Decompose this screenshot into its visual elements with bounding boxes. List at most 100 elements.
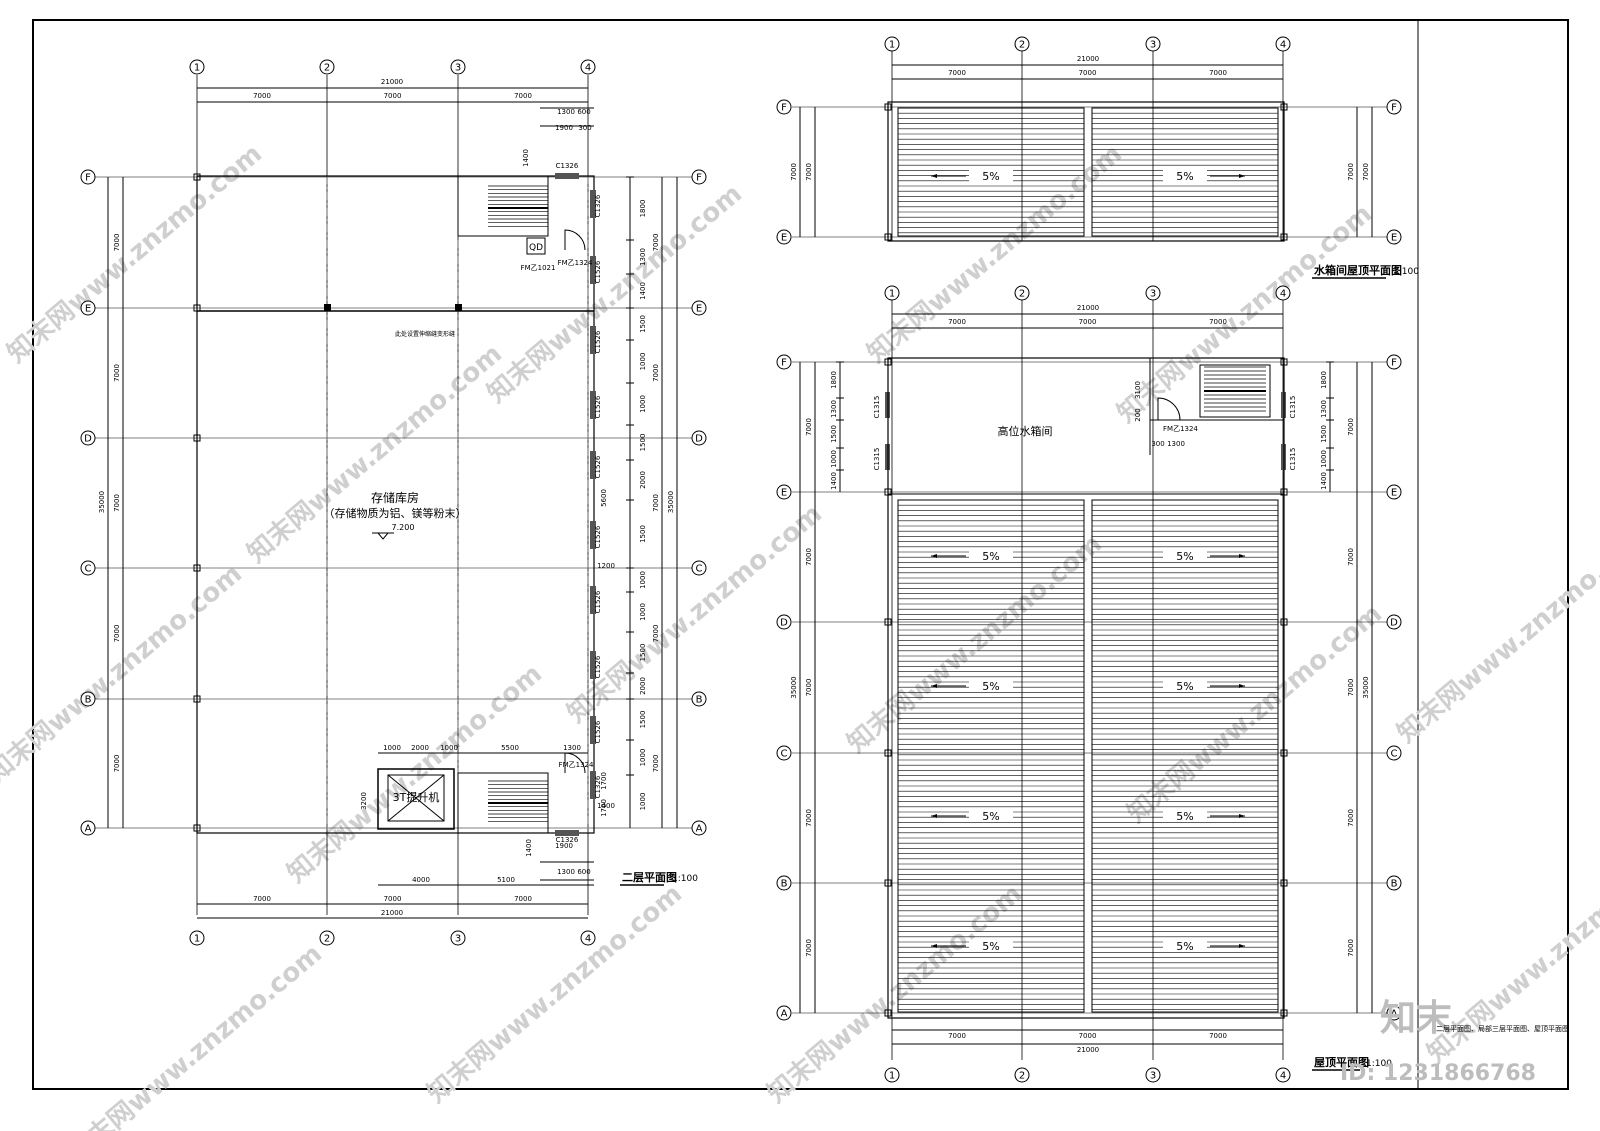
rgrid-rowl-A-label: A bbox=[781, 1009, 788, 1020]
row-left-A-label: A bbox=[85, 824, 92, 835]
dim-small: 600 bbox=[577, 868, 590, 876]
slope-label: 5% bbox=[1176, 940, 1193, 953]
dim-small: 1300 bbox=[557, 868, 575, 876]
rgrid-rowl-E-bubble bbox=[776, 484, 792, 500]
watermark-text: 知末网www.znzmo.com bbox=[482, 179, 748, 409]
dim-bay: 7000 bbox=[1079, 1032, 1097, 1040]
dim-bay: 7000 bbox=[113, 494, 121, 512]
row-left-E-bubble bbox=[80, 300, 96, 316]
dim-seg: 1400 bbox=[639, 282, 647, 300]
row-right-C-label: C bbox=[696, 564, 703, 575]
column-solid bbox=[455, 304, 462, 311]
window-mark bbox=[590, 190, 596, 218]
dim-small: 1900 bbox=[555, 124, 573, 132]
window-mark bbox=[590, 586, 596, 614]
slope-bg bbox=[969, 940, 1013, 952]
stair-bottom bbox=[457, 772, 549, 834]
col-bot-4-label: 4 bbox=[585, 934, 591, 945]
dim-seg: 1300 bbox=[639, 248, 647, 266]
slope-bg bbox=[969, 810, 1013, 822]
watermark-text: 知末网www.znzmo.com bbox=[2, 139, 268, 369]
row-right-A-bubble bbox=[691, 820, 707, 836]
dim-seg: 1400 bbox=[830, 472, 838, 490]
dim-seg: 1500 bbox=[1320, 425, 1328, 443]
dim-bay: 7000 bbox=[805, 809, 813, 827]
dim-seg: 1500 bbox=[639, 644, 647, 662]
rgrid-col-2-label: 2 bbox=[1019, 289, 1025, 300]
dim-bay: 7000 bbox=[652, 755, 660, 773]
col-bot-4-bubble bbox=[580, 930, 596, 946]
rgrid-col-1-bubble bbox=[884, 285, 900, 301]
window-mark bbox=[590, 326, 596, 354]
dim-bay: 7000 bbox=[790, 163, 798, 181]
col-top-1-label: 1 bbox=[194, 63, 200, 74]
rgrid-colb-3-bubble bbox=[1145, 1067, 1161, 1083]
rgrid-rowr-B-label: B bbox=[1391, 879, 1398, 890]
rgrid-rowr-C-bubble bbox=[1386, 745, 1402, 761]
rgrid-rowl-F-bubble bbox=[776, 354, 792, 370]
row-right-A-label: A bbox=[696, 824, 703, 835]
dim-seg: 1300 bbox=[1320, 400, 1328, 418]
rgrid-colb-2-bubble bbox=[1014, 1067, 1030, 1083]
dim-bay: 7000 bbox=[1347, 939, 1355, 957]
col-bot-3-bubble bbox=[450, 930, 466, 946]
window-label: C1315 bbox=[873, 448, 881, 471]
dim-small: 3200 bbox=[360, 792, 368, 810]
slope-bg bbox=[969, 170, 1013, 182]
slope-label: 5% bbox=[1176, 810, 1193, 823]
window-label: C1315 bbox=[1289, 396, 1297, 419]
rgrid-rowr-E-label: E bbox=[1391, 233, 1397, 244]
rgrid-col-2-label: 2 bbox=[1019, 40, 1025, 51]
rt-scale: 1:100 bbox=[1393, 267, 1419, 277]
slope-label: 5% bbox=[1176, 170, 1193, 183]
row-left-C-bubble bbox=[80, 560, 96, 576]
dim-small: 1700 bbox=[600, 799, 608, 817]
watermark-text: 知末网www.znzmo.com bbox=[282, 659, 548, 889]
floor-elevation: 7.200 bbox=[392, 523, 415, 532]
rb-outline bbox=[887, 357, 1285, 1019]
rgrid-rowr-E-bubble bbox=[1386, 229, 1402, 245]
dim-total: 21000 bbox=[1077, 55, 1099, 63]
rgrid-rowr-F-label: F bbox=[1391, 358, 1397, 369]
dim-bay: 7000 bbox=[805, 939, 813, 957]
slope-bg bbox=[1163, 940, 1207, 952]
dim-small: 1400 bbox=[597, 802, 615, 810]
row-right-B-label: B bbox=[696, 695, 703, 706]
rgrid-rowl-F-label: F bbox=[781, 103, 787, 114]
row-left-E-label: E bbox=[85, 304, 91, 315]
dim-bay: 7000 bbox=[948, 1032, 966, 1040]
id-label: ID: 1231866768 bbox=[1340, 1061, 1536, 1086]
rgrid-col-2-bubble bbox=[1014, 285, 1030, 301]
slope-arrow-head bbox=[931, 684, 937, 688]
dim-small: 1700 bbox=[600, 772, 608, 790]
slope-label: 5% bbox=[982, 170, 999, 183]
dim-seg: 1500 bbox=[639, 315, 647, 333]
dim-bay: 7000 bbox=[384, 92, 402, 100]
col-bot-1-bubble bbox=[189, 930, 205, 946]
roof-panel bbox=[1091, 499, 1279, 1013]
dim-bay: 7000 bbox=[1347, 548, 1355, 566]
slope-bg bbox=[1163, 680, 1207, 692]
left-plan-scale: 1:100 bbox=[672, 874, 698, 884]
window-label: C1526 bbox=[594, 525, 602, 548]
window-mark bbox=[590, 391, 596, 419]
dim-bay: 7000 bbox=[113, 234, 121, 252]
rgrid-rowl-B-bubble bbox=[776, 875, 792, 891]
dim-bay: 7000 bbox=[1347, 679, 1355, 697]
dim-small: 4000 bbox=[412, 876, 430, 884]
rb-door-label: FM乙1324 bbox=[1163, 425, 1198, 433]
dim-small: 300 bbox=[1151, 440, 1164, 448]
window-label: C1326 bbox=[594, 194, 602, 217]
rgrid-colb-2-label: 2 bbox=[1019, 1071, 1025, 1082]
row-right-E-bubble bbox=[691, 300, 707, 316]
dim-bay: 7000 bbox=[253, 92, 271, 100]
window-label: C1315 bbox=[1289, 448, 1297, 471]
window-label: C1526 bbox=[594, 720, 602, 743]
dim-bay: 7000 bbox=[384, 895, 402, 903]
dim-small: 1300 bbox=[563, 744, 581, 752]
col-bot-2-label: 2 bbox=[324, 934, 330, 945]
sheet-frame bbox=[32, 19, 1569, 1090]
